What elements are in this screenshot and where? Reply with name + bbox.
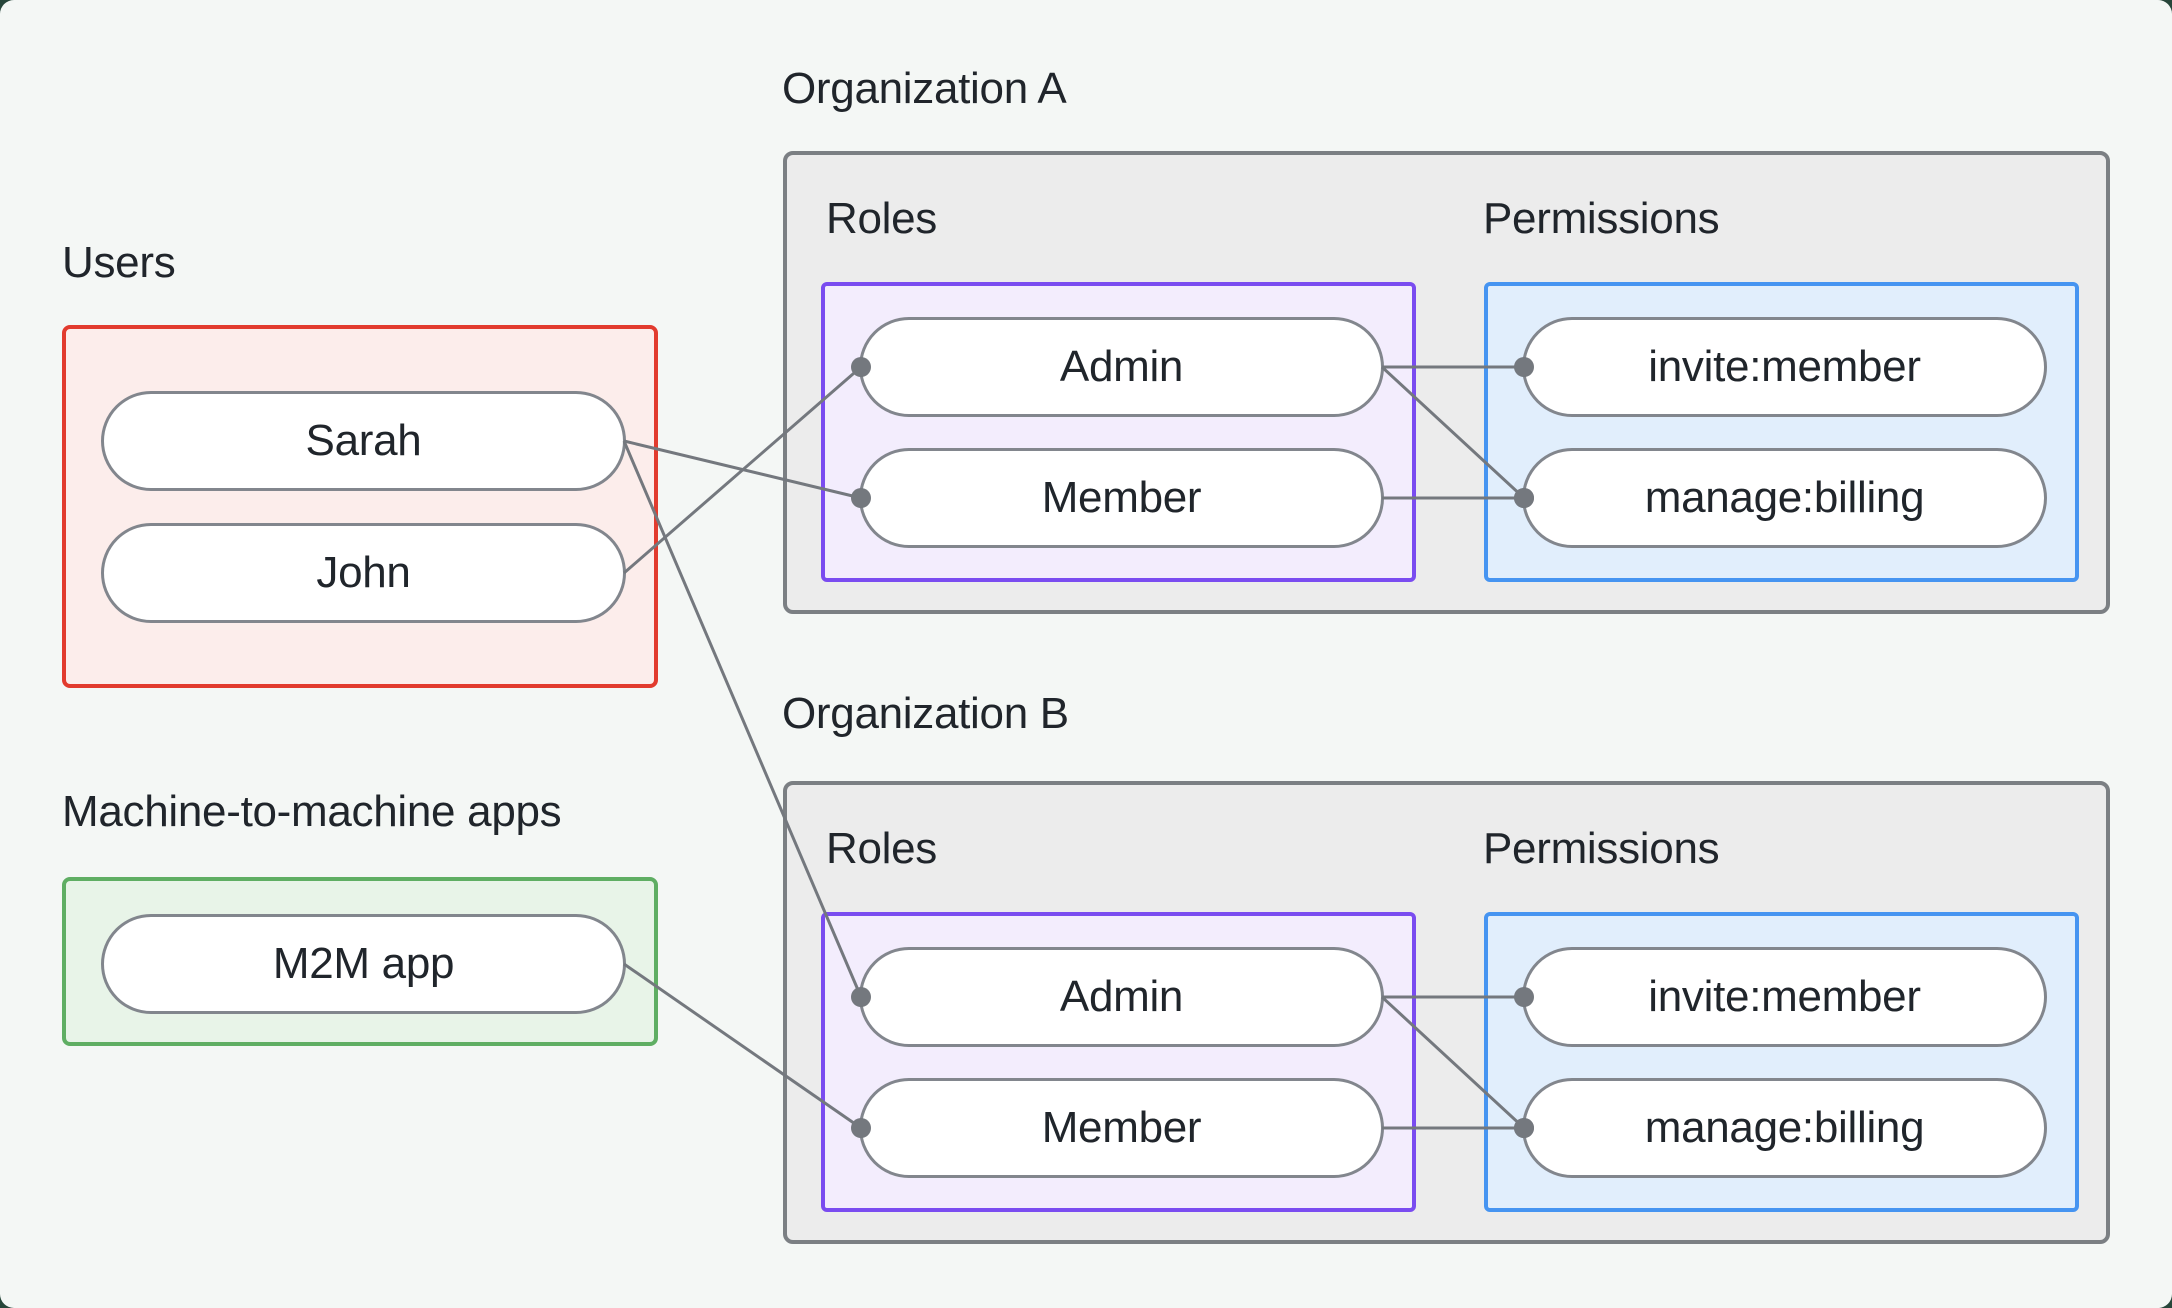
user-pill-label: Sarah bbox=[305, 416, 422, 465]
role-pill-label: Member bbox=[1041, 1103, 1202, 1152]
org-b-box: Roles Permissions Admin Member invite:me… bbox=[783, 781, 2110, 1244]
user-pill-sarah: Sarah bbox=[101, 391, 626, 491]
permission-pill-label: invite:member bbox=[1648, 972, 1921, 1021]
role-pill-label: Admin bbox=[1059, 342, 1184, 391]
org-b-roles-label: Roles bbox=[826, 824, 937, 873]
org-a-roles-box: Admin Member bbox=[821, 282, 1416, 582]
users-group-box: Sarah John bbox=[62, 325, 658, 688]
org-a-roles-label: Roles bbox=[826, 194, 937, 243]
m2m-group-label: Machine-to-machine apps bbox=[62, 787, 562, 836]
org-b-permissions-box: invite:member manage:billing bbox=[1484, 912, 2079, 1212]
org-a-permissions-box: invite:member manage:billing bbox=[1484, 282, 2079, 582]
org-b-title: Organization B bbox=[782, 689, 1069, 738]
role-pill-admin: Admin bbox=[859, 947, 1384, 1047]
user-pill-label: John bbox=[316, 548, 411, 597]
permission-pill-invite-member: invite:member bbox=[1522, 947, 2047, 1047]
permission-pill-label: manage:billing bbox=[1644, 473, 1925, 522]
permission-pill-label: invite:member bbox=[1648, 342, 1921, 391]
role-pill-member: Member bbox=[859, 1078, 1384, 1178]
org-b-permissions-label: Permissions bbox=[1483, 824, 1720, 873]
org-a-permissions-label: Permissions bbox=[1483, 194, 1720, 243]
user-pill-john: John bbox=[101, 523, 626, 623]
role-pill-member: Member bbox=[859, 448, 1384, 548]
m2m-pill-label: M2M app bbox=[272, 939, 455, 988]
permission-pill-manage-billing: manage:billing bbox=[1522, 1078, 2047, 1178]
org-a-box: Roles Permissions Admin Member invite:me… bbox=[783, 151, 2110, 614]
org-a-title: Organization A bbox=[782, 64, 1067, 113]
m2m-group-box: M2M app bbox=[62, 877, 658, 1046]
permission-pill-manage-billing: manage:billing bbox=[1522, 448, 2047, 548]
permission-pill-label: manage:billing bbox=[1644, 1103, 1925, 1152]
role-pill-admin: Admin bbox=[859, 317, 1384, 417]
role-pill-label: Admin bbox=[1059, 972, 1184, 1021]
org-b-roles-box: Admin Member bbox=[821, 912, 1416, 1212]
m2m-app-pill: M2M app bbox=[101, 914, 626, 1014]
permission-pill-invite-member: invite:member bbox=[1522, 317, 2047, 417]
users-group-label: Users bbox=[62, 238, 176, 287]
role-pill-label: Member bbox=[1041, 473, 1202, 522]
